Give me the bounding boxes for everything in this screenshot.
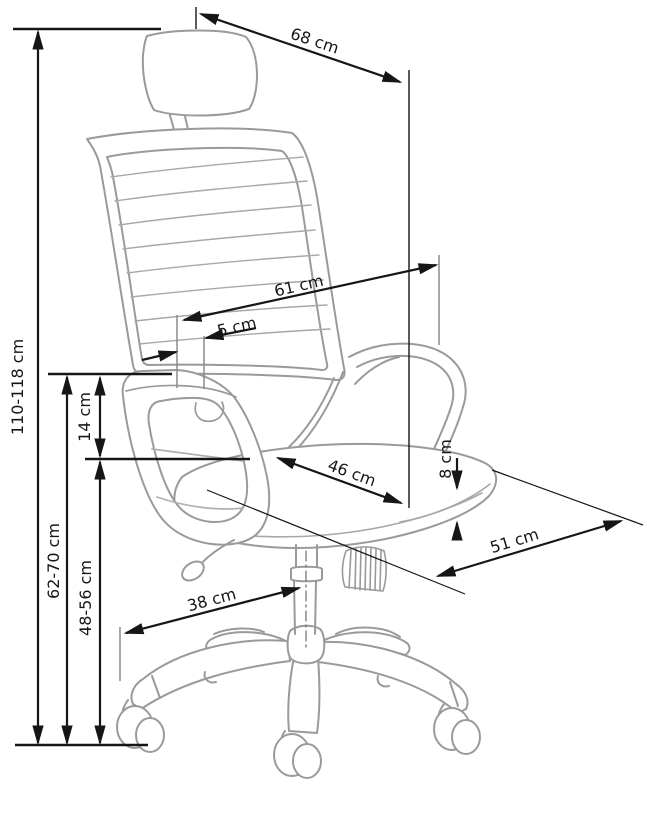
- headrest: [141, 29, 258, 117]
- label-cushion-thickness: 8 cm: [436, 439, 455, 479]
- base-right-leg: [317, 640, 481, 755]
- backrest-inner-frame: [106, 146, 329, 371]
- dim-seat-width: [275, 456, 404, 505]
- label-armrest-height: 62-70 cm: [44, 523, 63, 599]
- base-front-leg: [273, 656, 322, 779]
- ext-51cm-back: [491, 469, 644, 526]
- tilt-lever: [181, 539, 235, 582]
- armrest-left: [121, 369, 271, 546]
- ext-51cm-front: [206, 489, 466, 595]
- caster-right: [433, 703, 481, 755]
- label-seat-height: 48-56 cm: [76, 560, 95, 636]
- dimension-lines: [13, 7, 644, 747]
- armrest-right: [348, 342, 467, 458]
- dim-base-leg-span: [123, 586, 302, 635]
- seat-seam-side: [399, 483, 491, 523]
- base-left-leg: [116, 639, 291, 753]
- dim-seat-depth: [435, 519, 624, 578]
- dim-backrest-width: [181, 263, 439, 322]
- label-armrest-above-seat: 14 cm: [75, 392, 94, 442]
- backrest-support-band: [287, 371, 344, 453]
- dim-armrest-offset-left: [141, 350, 179, 362]
- chair-line-art: [86, 29, 497, 779]
- caster-left: [116, 699, 165, 753]
- dim-armrest-offset-right: [203, 326, 257, 341]
- dim-headrest-width: [198, 12, 403, 84]
- caster-front: [273, 730, 322, 779]
- label-overall-height: 110-118 cm: [8, 339, 27, 435]
